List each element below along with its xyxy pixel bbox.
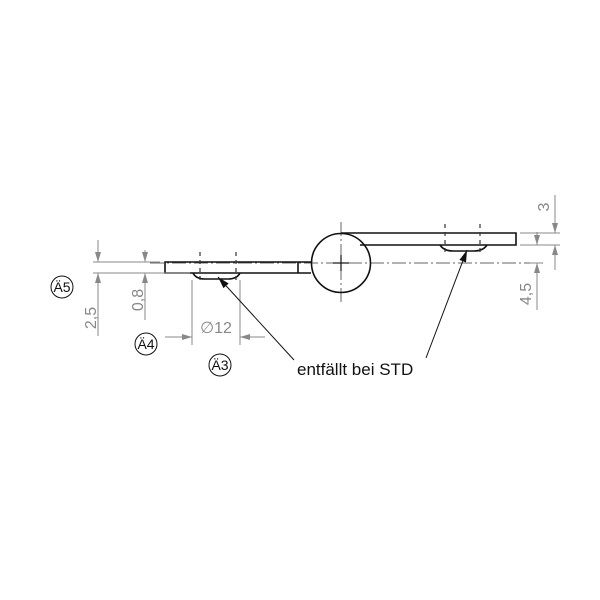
dimension-3: 3	[520, 195, 560, 270]
dimension-4-5: 4,5	[518, 232, 542, 310]
svg-text:Ä5: Ä5	[53, 279, 70, 295]
left-plate	[164, 252, 311, 281]
revision-mark-a4: Ä4	[134, 332, 158, 356]
revision-mark-a5: Ä5	[50, 275, 74, 299]
right-plate	[341, 224, 517, 252]
note-leaders	[217, 249, 468, 361]
dimension-label: ∅12	[200, 320, 232, 337]
dimension-label: 0,8	[130, 289, 147, 311]
dimension-diameter-12: ∅12	[165, 280, 265, 345]
note-text: entfällt bei STD	[297, 360, 413, 379]
svg-text:Ä3: Ä3	[211, 357, 228, 373]
dimension-label: 3	[536, 202, 553, 211]
revision-mark-a3: Ä3	[208, 353, 232, 377]
dimension-0-8: 0,8	[130, 250, 190, 320]
dimension-2-5: 2,5	[83, 240, 160, 336]
svg-text:Ä4: Ä4	[137, 336, 154, 352]
center-lines	[150, 222, 545, 305]
dimension-label: 4,5	[518, 283, 535, 305]
dimension-label: 2,5	[83, 307, 100, 329]
